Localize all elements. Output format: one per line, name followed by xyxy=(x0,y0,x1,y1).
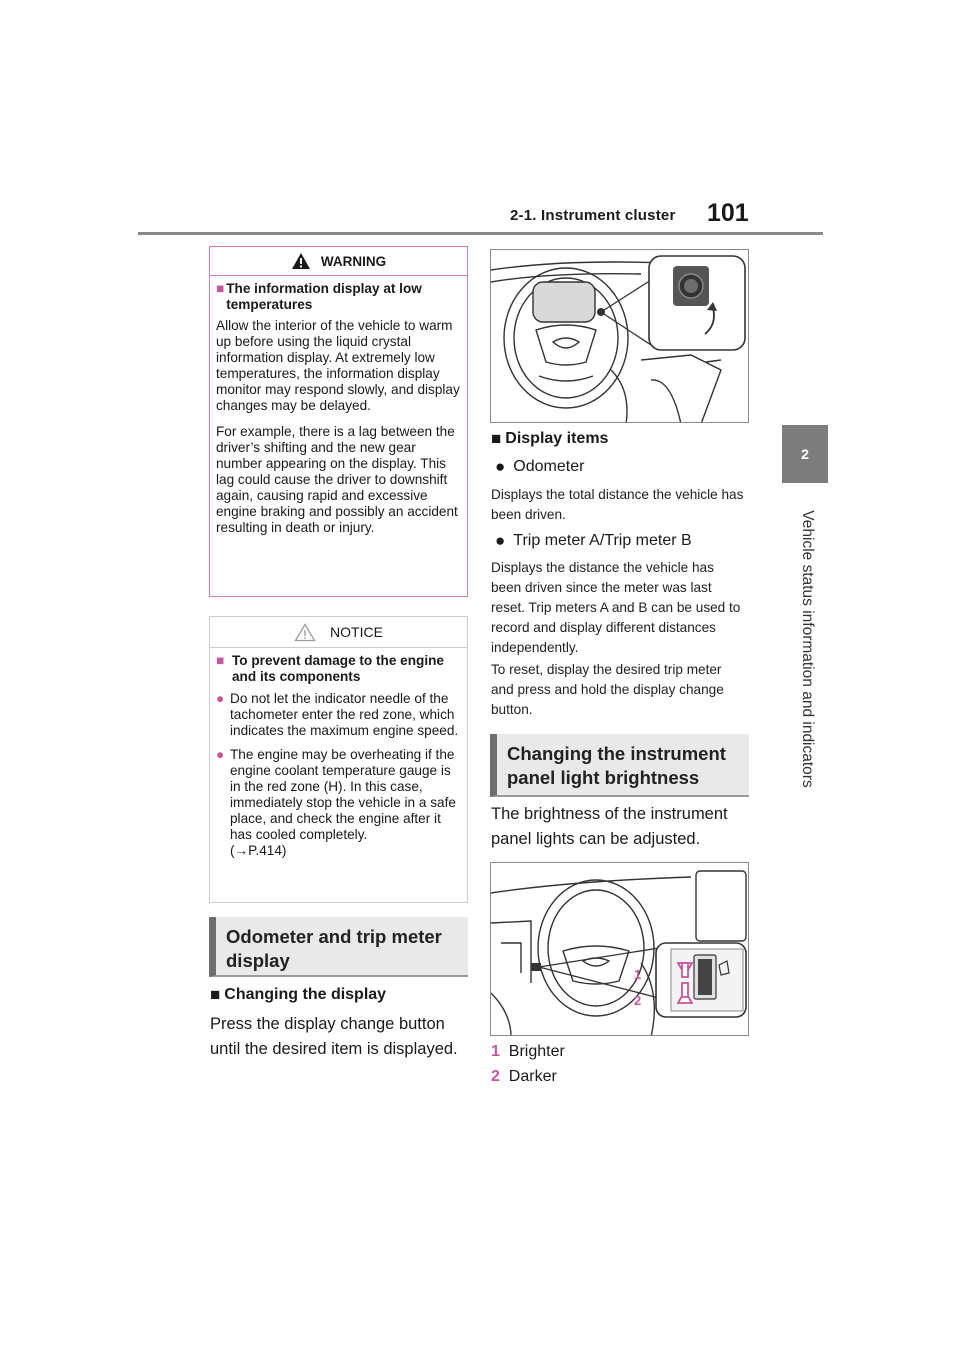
brightness-text: The brightness of the instrument panel l… xyxy=(491,805,728,848)
brightness-heading: Changing the instrument panel light brig… xyxy=(490,734,749,797)
odometer-description: Displays the total distance the vehicle … xyxy=(491,487,744,522)
callout-2: 2 xyxy=(634,993,641,1008)
warning-label: WARNING xyxy=(320,253,387,269)
warning-triangle-icon xyxy=(291,253,310,269)
notice-item: ●Do not let the indicator needle of the … xyxy=(216,691,459,738)
page-number: 101 xyxy=(707,199,749,227)
warning-paragraph: For example, there is a lag between the … xyxy=(216,424,458,535)
legend-number: 2 xyxy=(491,1068,500,1085)
warning-header: WARNING xyxy=(210,247,467,276)
notice-content: ■To prevent damage to the engine and its… xyxy=(216,653,462,867)
square-bullet-icon: ■ xyxy=(216,653,225,668)
chapter-title-text: Vehicle status information and indicator… xyxy=(799,509,816,788)
callout-1: 1 xyxy=(634,967,641,982)
trip-meter-description: Displays the distance the vehicle has be… xyxy=(491,560,741,655)
square-bullet-icon: ■ xyxy=(210,985,221,1004)
bullet-dot-icon: ● xyxy=(216,747,225,762)
trip-meter-item: ●Trip meter A/Trip meter B xyxy=(495,531,692,550)
legend-item-2: 2 Darker xyxy=(491,1064,557,1089)
changing-display-subhead: ■Changing the display xyxy=(210,985,387,1004)
chapter-title: Vehicle status information and indicator… xyxy=(796,486,818,811)
odometer-item: ●Odometer xyxy=(495,457,585,476)
changing-display-text: Press the display change button until th… xyxy=(210,1015,458,1058)
notice-page-ref: (→P.414) xyxy=(230,843,287,858)
display-items-subhead: ■Display items xyxy=(491,429,609,448)
warning-box: WARNING ■The information display at low … xyxy=(209,246,468,597)
notice-box: NOTICE ■To prevent damage to the engine … xyxy=(209,616,468,903)
display-button-illustration xyxy=(490,249,749,423)
warning-title: ■The information display at low temperat… xyxy=(216,281,422,312)
notice-item: ●The engine may be overheating if the en… xyxy=(216,747,456,842)
notice-title: ■To prevent damage to the engine and its… xyxy=(216,653,444,684)
square-bullet-icon: ■ xyxy=(216,281,225,296)
steering-wheel-illustration xyxy=(491,255,746,422)
legend-number: 1 xyxy=(491,1043,500,1060)
bullet-dot-icon: ● xyxy=(495,531,506,550)
legend-label: Darker xyxy=(508,1068,557,1085)
chapter-tab: 2 xyxy=(782,425,828,483)
bullet-dot-icon: ● xyxy=(216,691,225,706)
notice-label: NOTICE xyxy=(330,624,383,640)
warning-content: ■The information display at low temperat… xyxy=(216,281,462,546)
notice-header: NOTICE xyxy=(210,617,467,648)
header-rule xyxy=(138,232,823,235)
odometer-heading: Odometer and trip meter display xyxy=(209,917,468,977)
notice-triangle-icon xyxy=(294,622,316,641)
warning-paragraph: Allow the interior of the vehicle to war… xyxy=(216,318,460,413)
dashboard-illustration: 1 2 xyxy=(491,870,747,1035)
bullet-dot-icon: ● xyxy=(495,457,506,476)
square-bullet-icon: ■ xyxy=(491,429,502,448)
trip-reset-description: To reset, display the desired trip meter… xyxy=(491,662,724,717)
legend-item-1: 1 Brighter xyxy=(491,1039,565,1064)
legend-label: Brighter xyxy=(508,1043,565,1060)
section-title: 2-1. Instrument cluster xyxy=(510,207,676,224)
brightness-switch-illustration: 1 2 xyxy=(490,862,749,1036)
